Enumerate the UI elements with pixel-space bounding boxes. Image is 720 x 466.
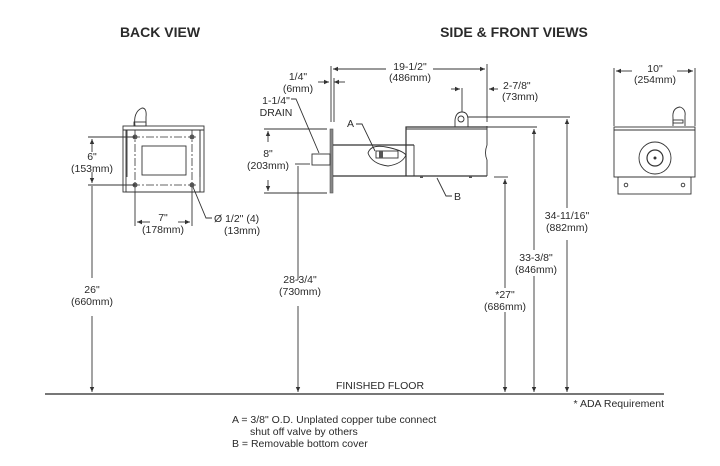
dim-178mm: (178mm) [142,224,184,236]
finished-floor-label: FINISHED FLOOR [336,380,425,392]
callout-a: A [347,118,354,130]
dim-6mm: (6mm) [283,83,313,95]
drain-size-label: 1-1/4" [262,95,290,107]
legend-b: B = Removable bottom cover [232,438,368,450]
back-access-panel [141,145,187,176]
dim-28-3-4-in: 28-3/4" [283,274,317,286]
dim-quarter-in: 1/4" [289,71,308,83]
dim-10in: 10" [647,63,663,75]
mounting-hole [189,134,195,140]
drain-label: DRAIN [260,107,293,119]
wall-plate [329,128,334,194]
front-view-drawing: 10" (254mm) [613,63,696,195]
dim-660mm: (660mm) [71,296,113,308]
dim-13mm: (13mm) [224,225,260,237]
dim-846mm: (846mm) [515,264,557,276]
back-view-drawing: 6" (153mm) 7" (178mm) Ø 1/2" (4) (13mm) … [71,107,260,392]
bubbler-icon [134,107,147,127]
dim-hole-diameter: Ø 1/2" (4) [214,213,259,225]
dim-203mm: (203mm) [247,160,289,172]
mounting-bracket [617,176,692,195]
dim-26in: 26" [84,284,100,296]
cabinet-cutoff [485,126,488,176]
drain-stub [311,153,331,166]
front-cabinet [613,126,696,178]
dim-27in-ada: *27" [495,289,515,301]
back-view-title: BACK VIEW [120,24,201,40]
dim-19-half-in: 19-1/2" [393,61,427,73]
dim-8in: 8" [263,148,273,160]
dim-33-3-8-in: 33-3/8" [519,252,553,264]
dim-153mm: (153mm) [71,163,113,175]
dim-730mm: (730mm) [279,286,321,298]
dim-882mm: (882mm) [546,222,588,234]
bubbler-icon [672,106,686,126]
side-front-views-title: SIDE & FRONT VIEWS [440,24,588,40]
mounting-hole [189,182,195,188]
legend-a-line2: shut off valve by others [250,426,358,438]
dim-686mm: (686mm) [484,301,526,313]
dim-2-7-8-in: 2-7/8" [503,80,531,92]
push-button-ring [638,141,672,175]
bubbler-icon [454,111,469,127]
dim-7in: 7" [158,212,168,224]
side-view-drawing: A B 1/4" (6mm) 1-1/4" DRAIN 8" (203mm) 1… [247,61,589,392]
push-button-icon [646,149,664,167]
cutaway-window [367,145,407,167]
dim-254mm: (254mm) [634,74,676,86]
legend-a-line1: A = 3/8" O.D. Unplated copper tube conne… [232,414,436,426]
shutoff-valve [375,150,399,159]
dim-73mm: (73mm) [502,91,538,103]
dim-34-11-16-in: 34-11/16" [545,210,590,222]
ada-note: * ADA Requirement [574,398,665,410]
dim-6in: 6" [87,151,97,163]
callout-b: B [454,191,461,203]
dim-486mm: (486mm) [389,72,431,84]
legend: A = 3/8" O.D. Unplated copper tube conne… [232,414,436,450]
